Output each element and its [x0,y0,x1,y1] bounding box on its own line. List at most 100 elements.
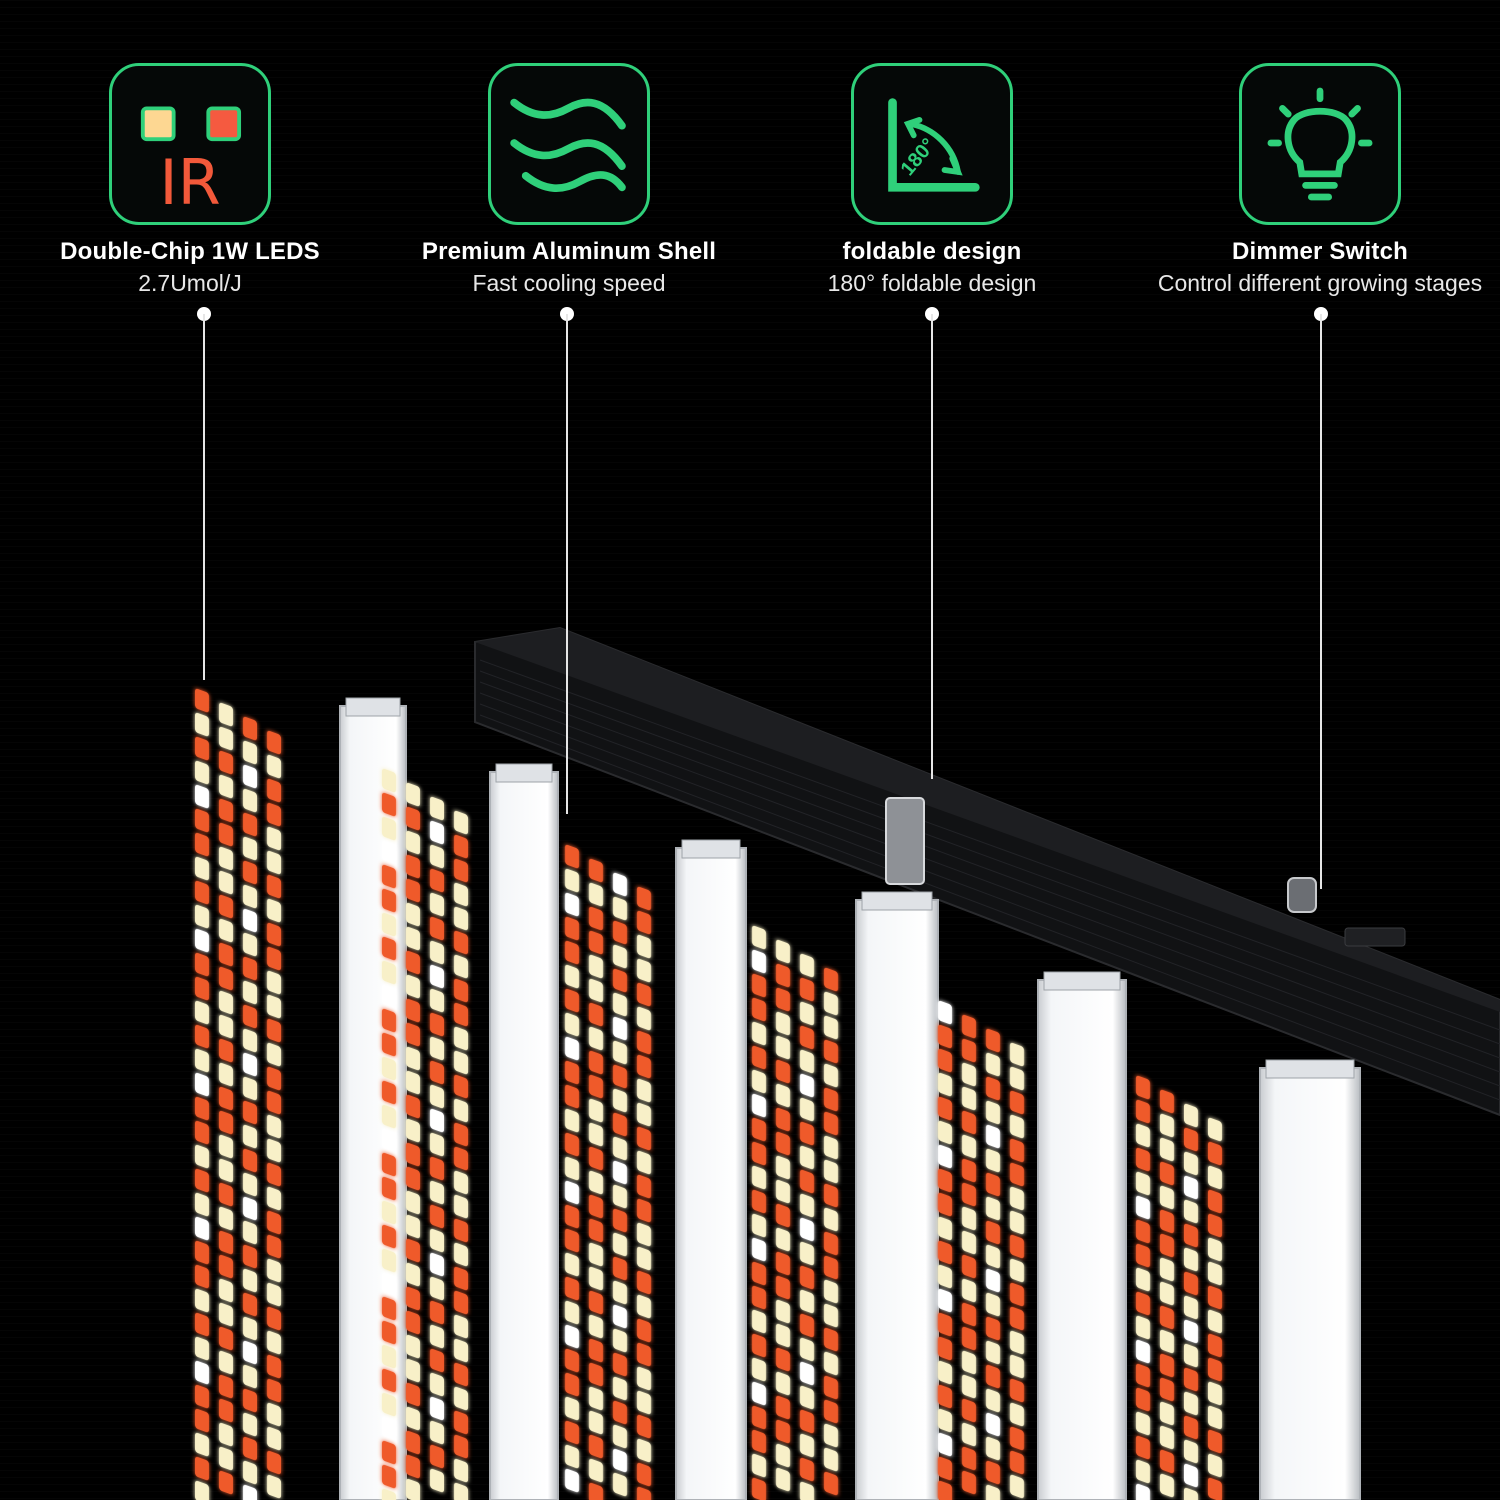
led-chip [243,1364,257,1389]
led-chip [406,950,420,975]
led-chip [219,726,233,751]
led-chip [1136,1411,1150,1436]
led-chip [613,896,627,921]
led-chip [824,1399,838,1424]
led-chip [219,1302,233,1327]
feature-title: Premium Aluminum Shell [421,238,717,265]
led-chip [938,1192,952,1217]
led-chip [406,1310,420,1335]
led-chip [406,782,420,807]
led-chip [219,1158,233,1183]
ir-chip-icon: IR [109,63,271,225]
led-chip [800,953,814,978]
led-chip [776,1371,790,1396]
led-chip [589,954,603,979]
dimmer-knob [1287,877,1317,913]
led-chip [589,1098,603,1123]
led-chip [613,1256,627,1281]
led-chip [800,1217,814,1242]
led-chip [565,1036,579,1061]
led-chip [776,1299,790,1324]
led-chip [938,1096,952,1121]
led-chip [565,892,579,917]
led-chip [219,702,233,727]
led-chip [938,1312,952,1337]
led-chip [267,1282,281,1307]
led-chip [1136,1363,1150,1388]
led-chip [565,1348,579,1373]
led-chip [195,928,209,953]
led-chip [454,1170,468,1195]
led-chip [776,1083,790,1108]
led-chip [565,1108,579,1133]
led-chip [1136,1339,1150,1364]
led-chip [637,1054,651,1079]
led-chip [406,830,420,855]
light-bulb-icon [1239,63,1401,225]
led-chip [1010,1330,1024,1355]
led-chip [776,1203,790,1228]
led-chip [776,963,790,988]
led-chip [382,960,396,985]
led-chip [1160,1233,1174,1258]
led-chip [1160,1257,1174,1282]
led-chip [406,1286,420,1311]
led-chip [613,1304,627,1329]
led-chip [430,1060,444,1085]
led-chip [962,1374,976,1399]
led-chip [589,1050,603,1075]
led-chip [1160,1329,1174,1354]
led-chip [454,1290,468,1315]
led-chip [776,1107,790,1132]
led-chip [406,1382,420,1407]
led-chip [243,908,257,933]
led-chip [382,1344,396,1369]
led-chip [195,784,209,809]
led-chip [406,1142,420,1167]
led-chip [637,1126,651,1151]
led-chip [267,778,281,803]
led-chip [589,1314,603,1339]
led-chip [824,1039,838,1064]
led-chip [637,1150,651,1175]
led-chip [1184,1175,1198,1200]
led-chip [219,1470,233,1495]
led-chip [986,1052,1000,1077]
led-chip [267,1138,281,1163]
led-chip [938,1000,952,1025]
bar-end-cap [1265,1059,1355,1079]
led-chip [613,944,627,969]
led-chip [613,1040,627,1065]
led-chip [406,1094,420,1119]
aluminum-bar [339,705,407,1500]
led-chip [1184,1127,1198,1152]
led-chip [430,844,444,869]
led-chip [267,1474,281,1499]
led-chip [243,1268,257,1293]
led-chip [243,764,257,789]
led-chip [589,978,603,1003]
led-chip [752,1021,766,1046]
led-chip [195,1480,209,1500]
led-chip [938,1336,952,1361]
led-chip [637,958,651,983]
led-chip [637,1318,651,1343]
led-chip [454,1098,468,1123]
led-chip [752,1429,766,1454]
led-chip [589,858,603,883]
led-chip [267,1258,281,1283]
led-chip [1136,1243,1150,1268]
led-chip [613,872,627,897]
led-chip [962,1398,976,1423]
led-chip [219,1326,233,1351]
led-chip [613,1136,627,1161]
aluminum-bar [489,771,559,1500]
led-chip [430,796,444,821]
led-chip [454,1386,468,1411]
led-chip [382,840,396,865]
led-chip [938,1360,952,1385]
led-chip [243,716,257,741]
led-chip [430,1108,444,1133]
led-chip [565,916,579,941]
led-chip [752,1261,766,1286]
